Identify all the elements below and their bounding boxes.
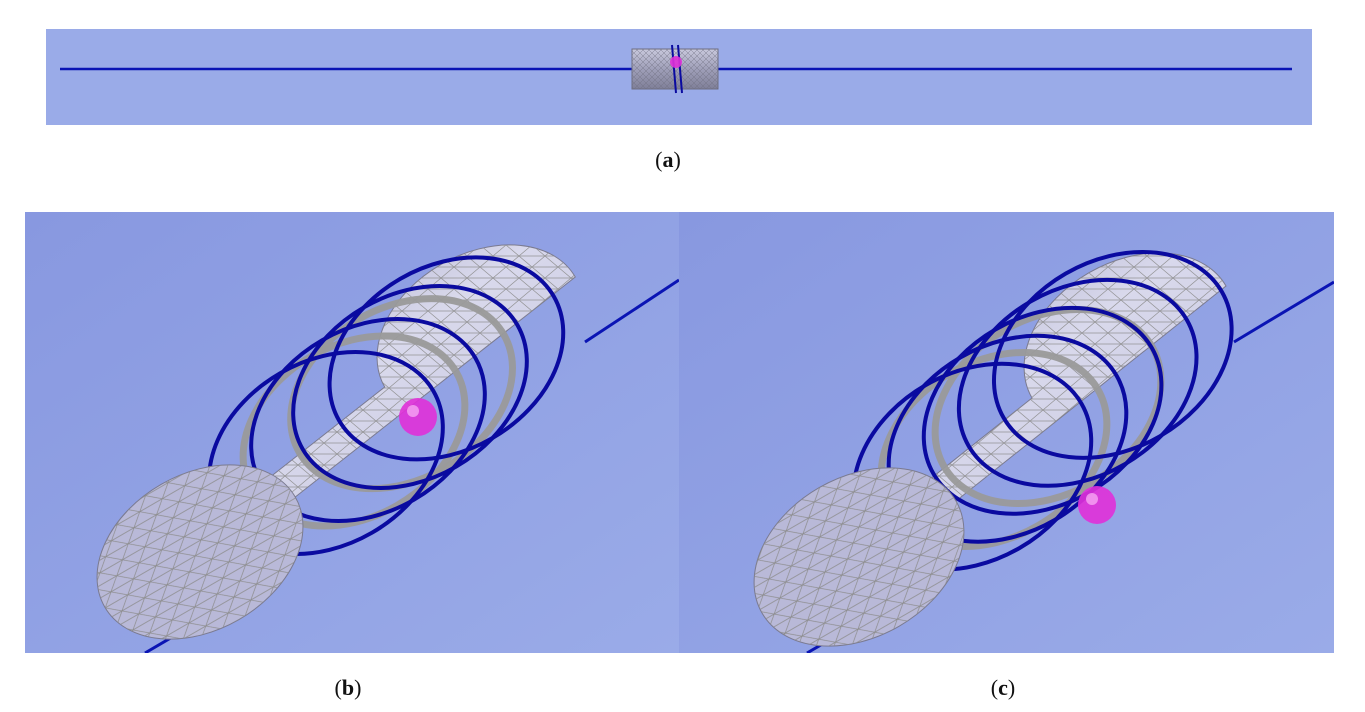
panel-c-3d-view: [679, 212, 1334, 653]
panel-b-3d-view: [25, 212, 679, 653]
caption-b: (b): [334, 675, 362, 700]
panel-b-canvas: [25, 212, 679, 653]
caption-c: (c): [990, 675, 1016, 700]
b-wire-back: [584, 278, 679, 344]
panel-a-marker: [670, 56, 682, 68]
b-marker-highlight: [407, 405, 419, 417]
panel-a-coil: [671, 44, 683, 94]
c-wire-back: [1233, 280, 1334, 344]
panel-a-canvas: [46, 29, 1312, 125]
caption-a: (a): [655, 147, 681, 172]
panel-a-side-view: [46, 29, 1312, 125]
b-front-cap-mesh: [97, 464, 303, 640]
panel-c-canvas: [679, 212, 1334, 653]
c-marker: [1078, 486, 1116, 524]
c-marker-highlight: [1086, 493, 1098, 505]
b-marker: [399, 398, 437, 436]
c-front-cap-mesh: [754, 467, 964, 647]
